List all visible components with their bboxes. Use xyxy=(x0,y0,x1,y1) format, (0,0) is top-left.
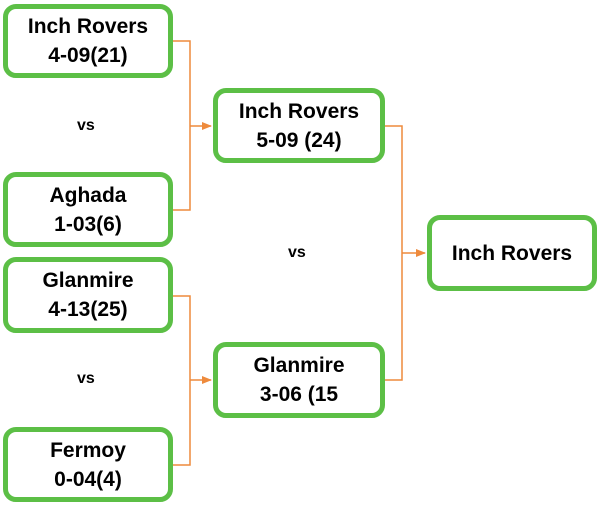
connector-bottom-semi xyxy=(173,295,191,466)
connector-top-semi xyxy=(173,40,191,211)
team-score: 5-09 (24) xyxy=(256,128,342,152)
winner-box: Inch Rovers xyxy=(427,215,597,291)
match-box-fermoy: Fermoy 0-04(4) xyxy=(3,427,173,502)
team-score: 4-13(25) xyxy=(48,298,128,321)
match-box-inch-rovers-r1: Inch Rovers 4-09(21) xyxy=(3,4,173,78)
vs-label: vs xyxy=(77,117,95,134)
team-name: Fermoy xyxy=(50,438,126,462)
connector-final xyxy=(385,125,403,381)
team-name: Glanmire xyxy=(42,269,134,292)
team-score: 4-09(21) xyxy=(48,44,128,67)
team-name: Inch Rovers xyxy=(27,15,149,38)
winner-name: Inch Rovers xyxy=(451,241,573,265)
match-box-inch-rovers-r2: Inch Rovers 5-09 (24) xyxy=(213,88,385,163)
team-name: Inch Rovers xyxy=(238,99,360,123)
team-score: 1-03(6) xyxy=(54,212,122,236)
team-name: Aghada xyxy=(49,183,127,207)
team-name: Glanmire xyxy=(253,354,345,377)
vs-label: vs xyxy=(288,244,306,261)
team-score: 0-04(4) xyxy=(54,467,122,491)
match-box-glanmire-r2: Glanmire 3-06 (15 xyxy=(213,342,385,418)
match-box-aghada: Aghada 1-03(6) xyxy=(3,172,173,247)
team-score: 3-06 (15 xyxy=(259,383,339,406)
vs-label: vs xyxy=(77,370,95,387)
match-box-glanmire-r1: Glanmire 4-13(25) xyxy=(3,257,173,333)
